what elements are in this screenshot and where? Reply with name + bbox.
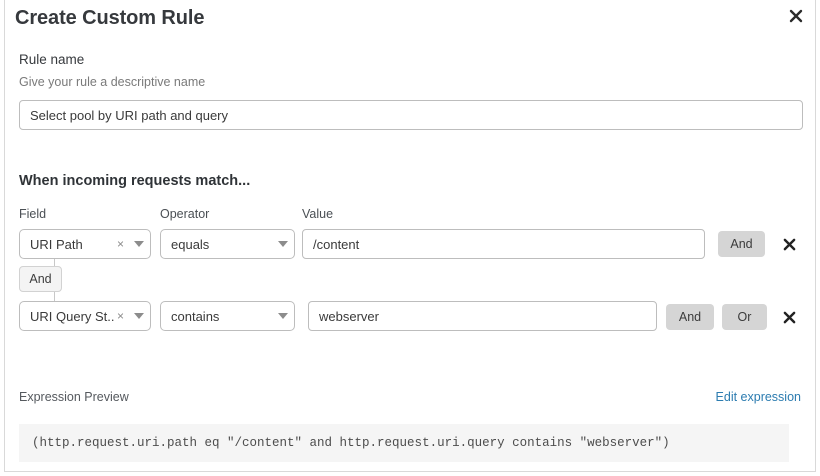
rule-name-helper-text: Give your rule a descriptive name: [19, 75, 206, 89]
connector-line-bottom: [54, 292, 55, 302]
condition-field-value-1: URI Path: [30, 236, 83, 252]
condition-value-input-1[interactable]: [302, 229, 705, 259]
column-header-field: Field: [19, 207, 47, 221]
close-icon[interactable]: [786, 6, 806, 26]
condition-operator-value-2: contains: [171, 308, 220, 324]
clear-icon[interactable]: ×: [116, 237, 124, 251]
expression-preview-box: (http.request.uri.path eq "/content" and…: [19, 424, 789, 462]
connector-line-top: [54, 258, 55, 267]
condition-and-button-1[interactable]: And: [718, 231, 765, 257]
column-header-operator: Operator: [160, 207, 210, 221]
condition-group-connector-and[interactable]: And: [19, 266, 62, 292]
chevron-down-icon[interactable]: [128, 313, 150, 319]
condition-or-button-2[interactable]: Or: [722, 304, 767, 330]
edit-expression-link[interactable]: Edit expression: [715, 390, 801, 404]
condition-field-select-1[interactable]: URI Path ×: [19, 229, 151, 259]
condition-operator-select-1[interactable]: equals: [160, 229, 295, 259]
condition-delete-button-1[interactable]: [780, 235, 798, 253]
create-custom-rule-dialog: Create Custom Rule Rule name Give your r…: [4, 0, 816, 472]
condition-field-select-2[interactable]: URI Query St... ×: [19, 301, 151, 331]
chevron-down-icon[interactable]: [272, 241, 294, 247]
clear-icon[interactable]: ×: [116, 309, 124, 323]
condition-operator-value-1: equals: [171, 236, 210, 252]
rule-name-input[interactable]: [19, 100, 803, 130]
rule-name-label: Rule name: [19, 52, 85, 67]
condition-delete-button-2[interactable]: [780, 308, 798, 326]
conditions-heading: When incoming requests match...: [19, 173, 251, 189]
chevron-down-icon[interactable]: [272, 313, 294, 319]
condition-operator-select-2[interactable]: contains: [160, 301, 295, 331]
chevron-down-icon[interactable]: [128, 241, 150, 247]
expression-preview-label: Expression Preview: [19, 390, 129, 404]
expression-preview-code: (http.request.uri.path eq "/content" and…: [32, 436, 670, 450]
condition-value-input-2[interactable]: [308, 301, 657, 331]
column-header-value: Value: [302, 207, 334, 221]
page-title: Create Custom Rule: [15, 7, 205, 29]
condition-field-value-2: URI Query St...: [30, 308, 115, 324]
condition-and-button-2[interactable]: And: [666, 304, 714, 330]
